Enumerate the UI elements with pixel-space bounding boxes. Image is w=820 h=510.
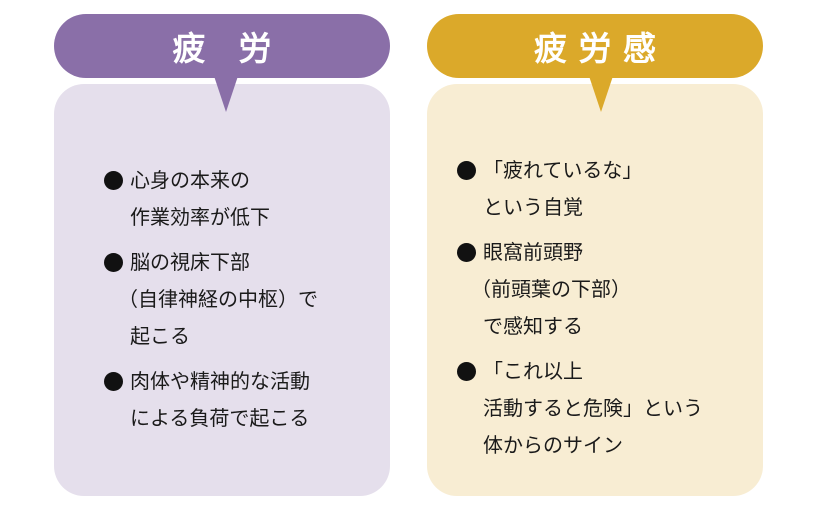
bullet-icon — [104, 253, 123, 272]
item-line: 「疲れているな」 — [483, 158, 643, 182]
bullet-icon — [457, 243, 476, 262]
fatigue-item: 心身の本来の 作業効率が低下 — [104, 162, 318, 236]
item-line: 「これ以上 — [483, 359, 583, 383]
item-line: 脳の視床下部 — [130, 250, 250, 274]
item-line: （自律神経の中枢）で — [118, 287, 318, 311]
fatigue-item: 脳の視床下部 （自律神経の中枢）で 起こる — [104, 244, 318, 355]
fatigue-sense-header: 疲 労 感 — [427, 14, 763, 78]
item-line: による負荷で起こる — [130, 406, 310, 430]
fatigue-item-list: 心身の本来の 作業効率が低下 脳の視床下部 （自律神経の中枢）で 起こる 肉体や… — [104, 162, 318, 445]
fatigue-sense-item-list: 「疲れているな」 という自覚 眼窩前頭野 （前頭葉の下部） で感知する 「これ以… — [457, 152, 703, 472]
item-line: 起こる — [130, 324, 190, 348]
item-line: 肉体や精神的な活動 — [130, 369, 310, 393]
fatigue-sense-panel: 疲 労 感 「疲れているな」 という自覚 眼窩前頭野 （前頭葉の下部） で感知す… — [427, 0, 763, 510]
bullet-icon — [457, 362, 476, 381]
fatigue-sense-item: 眼窩前頭野 （前頭葉の下部） で感知する — [457, 234, 703, 345]
fatigue-sense-title: 疲 労 感 — [534, 29, 656, 68]
fatigue-sense-content-box — [427, 84, 763, 496]
item-line: で感知する — [483, 314, 583, 338]
item-line: （前頭葉の下部） — [471, 277, 631, 301]
bullet-icon — [104, 372, 123, 391]
item-line: 活動すると危険」という — [483, 396, 703, 420]
fatigue-sense-speech-pointer — [589, 76, 613, 112]
fatigue-sense-item: 「これ以上 活動すると危険」という 体からのサイン — [457, 353, 703, 464]
fatigue-sense-item: 「疲れているな」 という自覚 — [457, 152, 703, 226]
item-line: という自覚 — [483, 195, 583, 219]
bullet-icon — [104, 171, 123, 190]
item-line: 心身の本来の — [130, 168, 250, 192]
fatigue-item: 肉体や精神的な活動 による負荷で起こる — [104, 363, 318, 437]
bullet-icon — [457, 161, 476, 180]
fatigue-panel: 疲 労 心身の本来の 作業効率が低下 脳の視床下部 （自律神経の中枢）で 起こる… — [54, 0, 390, 510]
fatigue-title: 疲 労 — [172, 29, 272, 68]
fatigue-content-box — [54, 84, 390, 496]
item-line: 作業効率が低下 — [130, 205, 270, 229]
item-line: 体からのサイン — [483, 433, 623, 457]
item-line: 眼窩前頭野 — [483, 240, 583, 264]
fatigue-header: 疲 労 — [54, 14, 390, 78]
fatigue-speech-pointer — [214, 76, 238, 112]
